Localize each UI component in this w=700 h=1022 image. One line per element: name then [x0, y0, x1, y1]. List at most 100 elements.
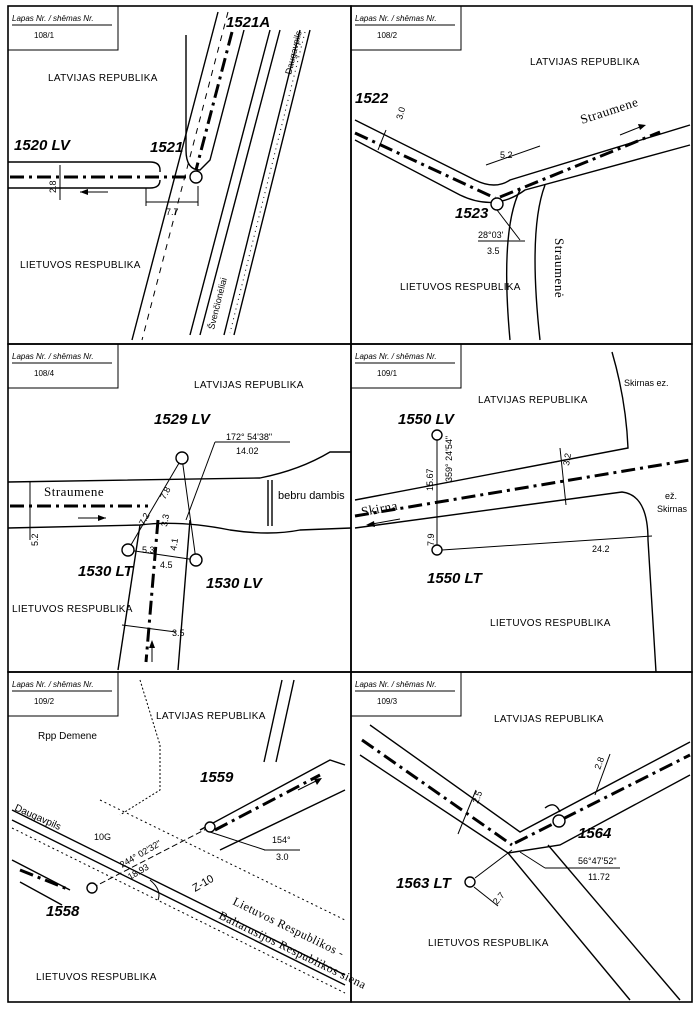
dimension-10g: 10G — [94, 832, 111, 842]
sheet-number-box — [7, 671, 119, 717]
marker-1530LT: 1530 LT — [78, 563, 135, 580]
country-lithuania: LIETUVOS RESPUBLIKA — [490, 618, 611, 629]
marker-1522: 1522 — [355, 90, 389, 107]
panel-frame — [350, 5, 693, 345]
dimension-7-9: 7.9 — [426, 533, 436, 546]
dimension-angle: 154° — [272, 835, 291, 845]
marker-1563LT: 1563 LT — [396, 875, 453, 892]
panel-frame — [350, 671, 693, 1003]
marker-1529LV: 1529 LV — [154, 411, 212, 428]
dimension-3-2: 3.2 — [561, 452, 573, 466]
dimension-angle: 28°03' — [478, 230, 504, 240]
dimension-24-2: 24.2 — [592, 544, 610, 554]
channel-outline — [185, 29, 245, 171]
dimension-azimuth: 56°47'52" — [578, 856, 617, 866]
lake-label-skirnas: Skirnas — [657, 504, 688, 514]
border-sign-1559 — [204, 821, 216, 833]
panel-108-1: Lapas Nr. / shēmas Nr. 108/1 LATVIJAS RE… — [7, 5, 352, 345]
sheet-number-label: Lapas Nr. / shēmas Nr. — [12, 352, 94, 361]
dimension-5-2: 5.2 — [30, 533, 40, 546]
ditch-outline — [8, 161, 161, 172]
ditch-channel-left — [11, 859, 71, 891]
sheet-number-box — [350, 343, 462, 389]
marker-1564: 1564 — [578, 825, 612, 842]
country-lithuania: LIETUVOS RESPUBLIKA — [428, 938, 549, 949]
sheet-number-label: Lapas Nr. / shēmas Nr. — [355, 680, 437, 689]
country-lithuania: LIETUVOS RESPUBLIKA — [12, 604, 133, 615]
dimension-2-8: 2.8 — [48, 180, 58, 193]
panel-109-3: Lapas Nr. / shēmas Nr. 109/3 LATVIJAS RE… — [350, 671, 693, 1003]
marker-1559: 1559 — [200, 769, 234, 786]
river-channel — [354, 351, 629, 501]
panel-108-2: Lapas Nr. / shēmas Nr. 108/2 LATVIJAS RE… — [350, 5, 693, 345]
sheet-number: 109/2 — [34, 697, 55, 706]
marker-1521: 1521 — [150, 139, 183, 156]
country-lithuania: LIETUVOS RESPUBLIKA — [36, 972, 157, 983]
border-sign-1558 — [86, 882, 98, 894]
border-sign-1523 — [490, 197, 504, 211]
ditch-channel — [199, 759, 346, 831]
border-sign-1529LV — [175, 451, 189, 465]
dimension-2-8: 2.8 — [592, 756, 606, 771]
lake-label-ez: ež. — [665, 491, 677, 501]
marker-1520LV: 1520 LV — [14, 137, 72, 154]
marker-1521A: 1521A — [226, 14, 270, 31]
dimension-11-72: 11.72 — [588, 872, 610, 882]
sheet-number-label: Lapas Nr. / shēmas Nr. — [355, 352, 437, 361]
dimension-4-1: 4.1 — [168, 537, 180, 551]
measurement-triangle — [127, 457, 197, 561]
place-rpp-demene: Rpp Demene — [38, 731, 97, 742]
sheet-number: 108/1 — [34, 31, 55, 40]
panel-108-4: Lapas Nr. / shēmas Nr. 108/4 LATVIJAS RE… — [7, 343, 352, 673]
river-straumene-lt: Straumenė — [552, 238, 567, 298]
border-sign-1550LV — [431, 429, 443, 441]
sheet-number: 108/4 — [34, 369, 55, 378]
panel-109-1: Lapas Nr. / shēmas Nr. 109/1 LATVIJAS RE… — [350, 343, 693, 673]
country-lithuania: LIETUVOS RESPUBLIKA — [400, 282, 521, 293]
country-lithuania: LIETUVOS RESPUBLIKA — [20, 260, 141, 271]
dimension-3-5: 3.5 — [172, 628, 185, 638]
sheet-number-label: Lapas Nr. / shēmas Nr. — [355, 14, 437, 23]
sheet-number-label: Lapas Nr. / shēmas Nr. — [12, 680, 94, 689]
border-sign-1564 — [552, 814, 566, 828]
ditch-outline — [369, 724, 691, 833]
dimension-4-5: 4.5 — [160, 560, 173, 570]
dimension-3-5: 3.5 — [487, 246, 500, 256]
place-daugavpils: Daugavpils — [13, 803, 63, 833]
dimension-3-0: 3.0 — [276, 852, 289, 862]
river-channel — [7, 451, 351, 483]
country-latvia: LATVIJAS REPUBLIKA — [48, 73, 158, 84]
lake-skirnas: Skirnas ez. — [624, 378, 669, 388]
river-channel — [354, 119, 691, 186]
border-line — [194, 31, 234, 171]
border-sign-1563LT — [464, 876, 476, 888]
sheet-number-box — [7, 343, 119, 389]
sheet-number: 109/1 — [377, 369, 398, 378]
sheet-number-box — [7, 5, 119, 51]
sheet-number-box — [350, 5, 462, 51]
dimension-14-02: 14.02 — [236, 446, 259, 456]
marker-1530LV: 1530 LV — [206, 575, 264, 592]
river-straumene: Straumene — [578, 94, 640, 127]
river-skirna: Skirna — [360, 498, 399, 519]
country-latvia: LATVIJAS REPUBLIKA — [478, 395, 588, 406]
country-latvia: LATVIJAS REPUBLIKA — [530, 57, 640, 68]
dimension-azimuth: 359° 24'54" — [444, 436, 454, 482]
place-svencioneliai: Švenčionėliai — [206, 277, 229, 331]
marker-1523: 1523 — [455, 205, 489, 222]
sheet-number: 108/2 — [377, 31, 398, 40]
country-latvia: LATVIJAS REPUBLIKA — [194, 380, 304, 391]
dimension-15-67: 15.67 — [425, 468, 435, 491]
country-latvia: LATVIJAS REPUBLIKA — [156, 711, 266, 722]
dimension-2-5: 2.5 — [470, 790, 484, 805]
ditch-outline-south — [507, 852, 631, 1001]
panel-109-2: Lapas Nr. / shēmas Nr. 109/2 LATVIJAS RE… — [7, 671, 369, 1003]
sheet-number-label: Lapas Nr. / shēmas Nr. — [12, 14, 94, 23]
dimension-7-7: 7.7 — [166, 207, 179, 217]
border-sign-1521 — [189, 170, 203, 184]
dimension-2-7: 2.7 — [491, 890, 507, 906]
border-sign-1530LV — [189, 553, 203, 567]
marker-1550LT: 1550 LT — [427, 570, 484, 587]
dimension-7-8: 7.8 — [158, 485, 173, 501]
